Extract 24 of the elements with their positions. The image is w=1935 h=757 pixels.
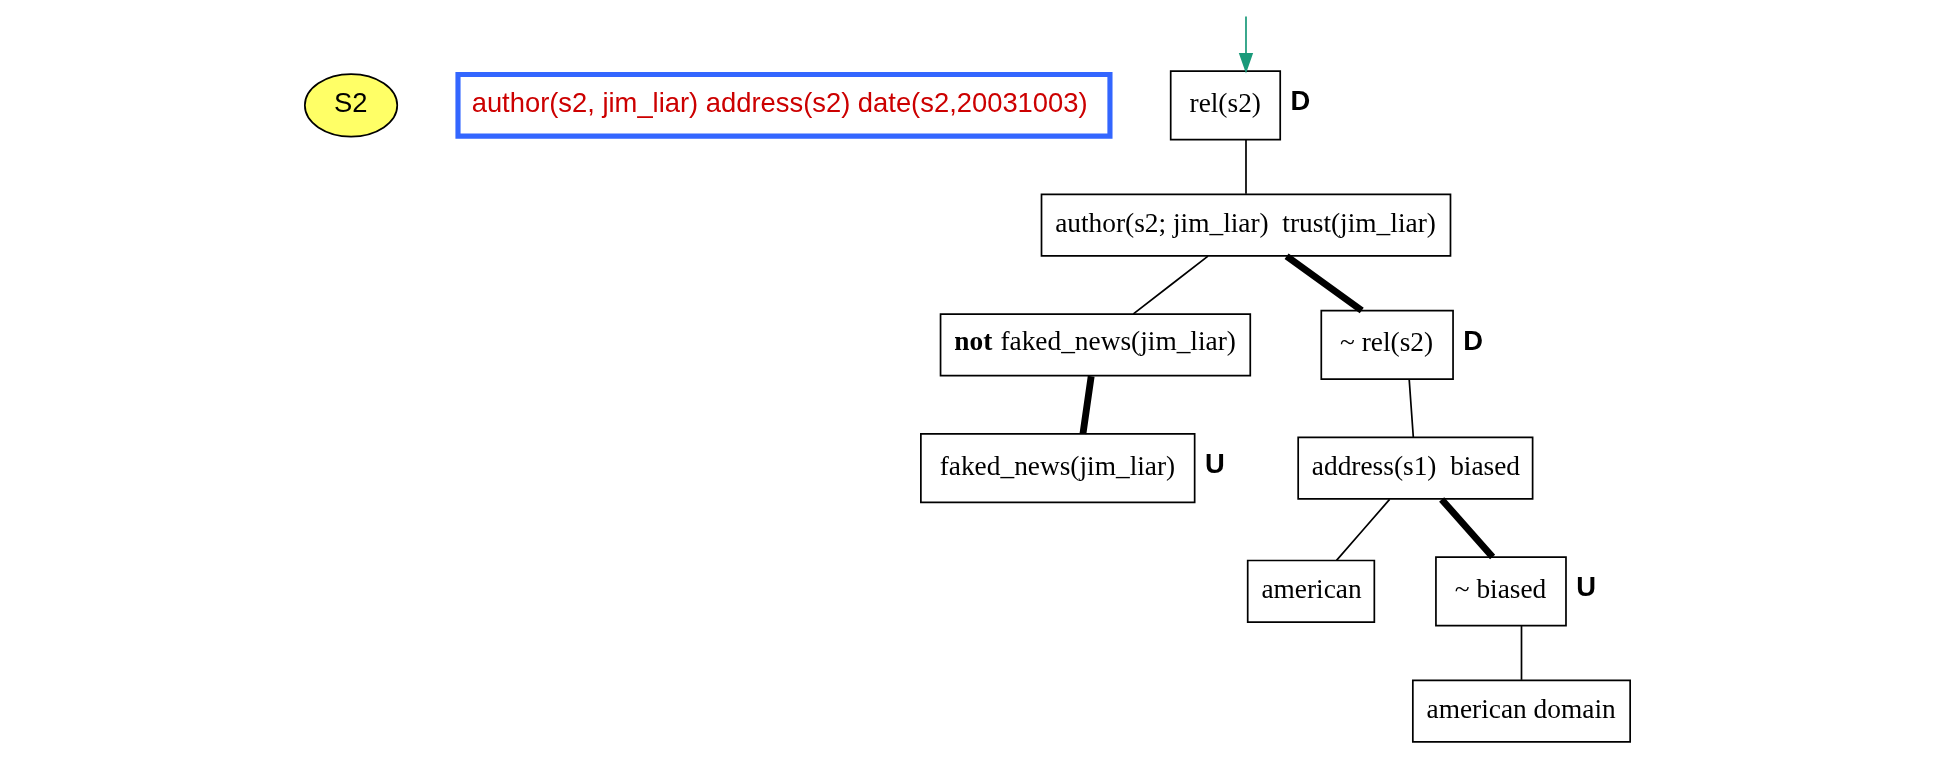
node-box: not faked_news(jim_liar) (939, 313, 1252, 377)
node-box: address(s1) biased (1297, 436, 1534, 500)
connector (1132, 255, 1209, 315)
connector (1245, 139, 1247, 195)
connector (1335, 498, 1391, 562)
node-box: author(s2, jim_liar) address(s2) date(s2,20031003) (455, 71, 1113, 139)
connector (1520, 625, 1523, 681)
node-label: D (1463, 324, 1484, 356)
node-label: U (1204, 447, 1225, 479)
node-label: D (1290, 85, 1311, 117)
node-box: american domain (1412, 679, 1631, 743)
node-box: author(s2; jim_liar) trust(jim_liar) (1040, 193, 1452, 257)
node-box: rel(s2) (1169, 70, 1282, 141)
node-box: ~ biased (1435, 556, 1567, 627)
node-box: american (1246, 559, 1376, 623)
node-box: faked_news(jim_liar) (920, 433, 1196, 504)
connector (1284, 253, 1364, 314)
connector (1408, 378, 1415, 438)
connector (1439, 497, 1496, 560)
node-label: U (1576, 571, 1597, 603)
connector (1079, 375, 1095, 435)
node-box: ~ rel(s2) (1320, 309, 1454, 380)
arrow (1238, 15, 1254, 74)
node-ellipse: S2 (304, 73, 399, 138)
